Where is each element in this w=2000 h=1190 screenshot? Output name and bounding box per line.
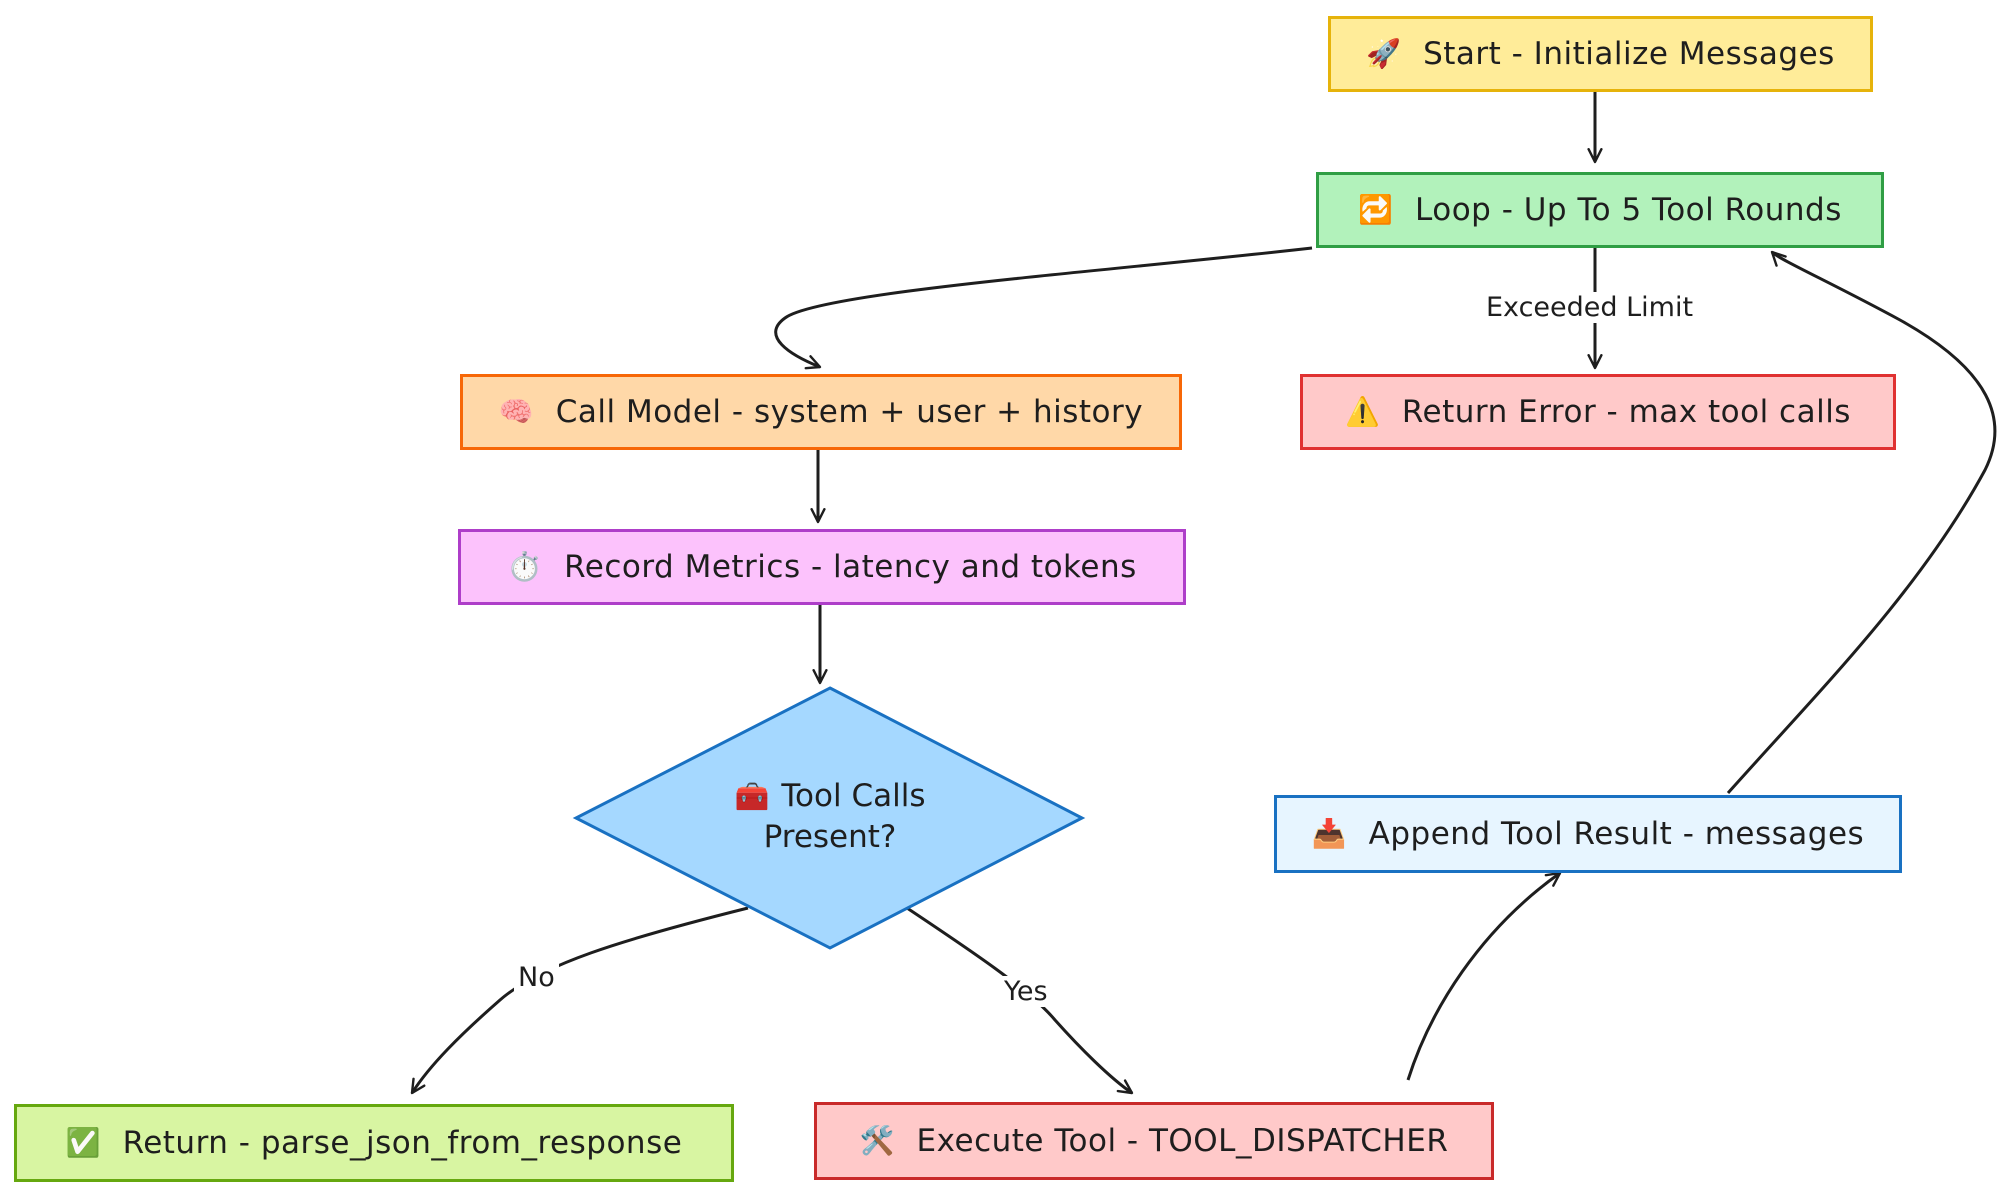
node-append-result-label: Append Tool Result - messages — [1368, 816, 1865, 852]
node-loop-label: Loop - Up To 5 Tool Rounds — [1415, 192, 1842, 228]
node-tool-calls-label-2: Present? — [763, 819, 897, 855]
hammer-wrench-icon: 🛠️ — [859, 1124, 895, 1157]
edge-loop-to-call-model — [774, 246, 1313, 370]
edge-decision-yes — [906, 906, 1134, 1095]
node-start-label: Start - Initialize Messages — [1423, 36, 1835, 72]
warning-icon: ⚠️ — [1345, 395, 1380, 428]
inbox-tray-icon: 📥 — [1311, 817, 1347, 850]
node-tool-calls: 🧰 Tool Calls Present? — [680, 776, 980, 858]
decision-diamond — [572, 686, 1086, 950]
check-mark-icon: ✅ — [65, 1126, 101, 1159]
edge-decision-no — [410, 906, 749, 1095]
node-return-error: ⚠️ Return Error - max tool calls — [1300, 374, 1896, 450]
node-record-metrics: ⏱️ Record Metrics - latency and tokens — [458, 529, 1186, 605]
node-record-metrics-label: Record Metrics - latency and tokens — [564, 549, 1137, 585]
node-return-error-label: Return Error - max tool calls — [1401, 394, 1851, 430]
node-tool-calls-label-1: Tool Calls — [781, 778, 926, 814]
edge-execute-to-append — [1406, 871, 1562, 1081]
node-return-parse-label: Return - parse_json_from_response — [122, 1125, 683, 1161]
stopwatch-icon: ⏱️ — [507, 550, 543, 583]
edge-append-to-loop — [1726, 250, 1997, 794]
rocket-icon: 🚀 — [1366, 37, 1402, 70]
node-start: 🚀 Start - Initialize Messages — [1328, 16, 1873, 92]
node-tool-calls-line1: 🧰 Tool Calls — [680, 776, 980, 817]
edge-label-no: No — [514, 962, 559, 993]
node-execute-tool-label: Execute Tool - TOOL_DISPATCHER — [916, 1123, 1449, 1159]
toolbox-icon: 🧰 — [734, 780, 770, 813]
edge-label-yes: Yes — [1000, 976, 1052, 1007]
brain-icon: 🧠 — [498, 395, 534, 428]
node-execute-tool: 🛠️ Execute Tool - TOOL_DISPATCHER — [814, 1102, 1494, 1180]
node-return-parse: ✅ Return - parse_json_from_response — [14, 1104, 734, 1182]
edge-label-exceeded-limit: Exceeded Limit — [1482, 292, 1698, 323]
node-call-model: 🧠 Call Model - system + user + history — [460, 374, 1182, 450]
repeat-icon: 🔁 — [1358, 193, 1394, 226]
node-append-result: 📥 Append Tool Result - messages — [1274, 795, 1902, 873]
node-call-model-label: Call Model - system + user + history — [555, 394, 1144, 430]
node-loop: 🔁 Loop - Up To 5 Tool Rounds — [1316, 172, 1884, 248]
